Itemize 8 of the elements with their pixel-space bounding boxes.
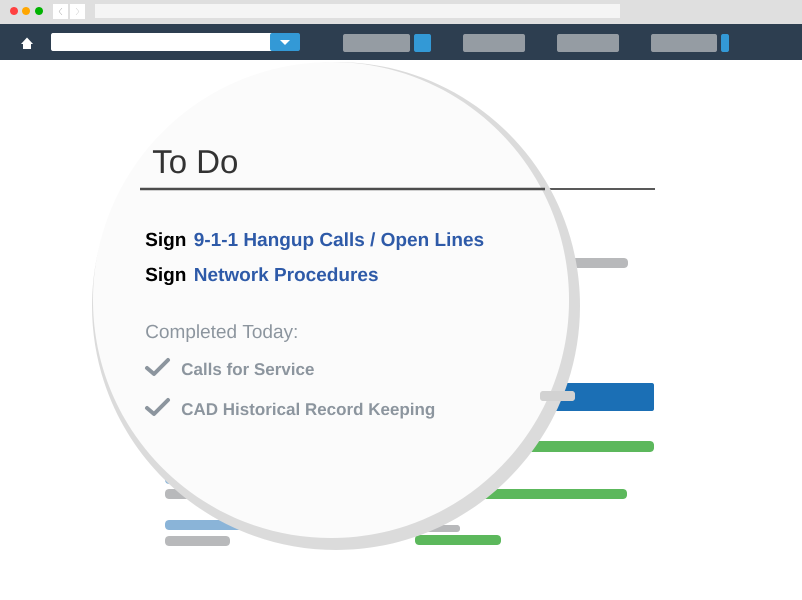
document-link: 9-1-1 Hangup Calls / Open Lines: [194, 232, 484, 250]
document-link: Network Procedures: [195, 267, 378, 282]
section-label: Completed Today:: [146, 324, 297, 342]
completed-item: CAD Historical Record Keeping: [182, 402, 434, 419]
completed-item: Calls for Service: [182, 362, 314, 376]
action-label: Sign: [146, 232, 186, 250]
action-label: Sign: [146, 267, 186, 286]
heading: To Do: [152, 150, 237, 174]
